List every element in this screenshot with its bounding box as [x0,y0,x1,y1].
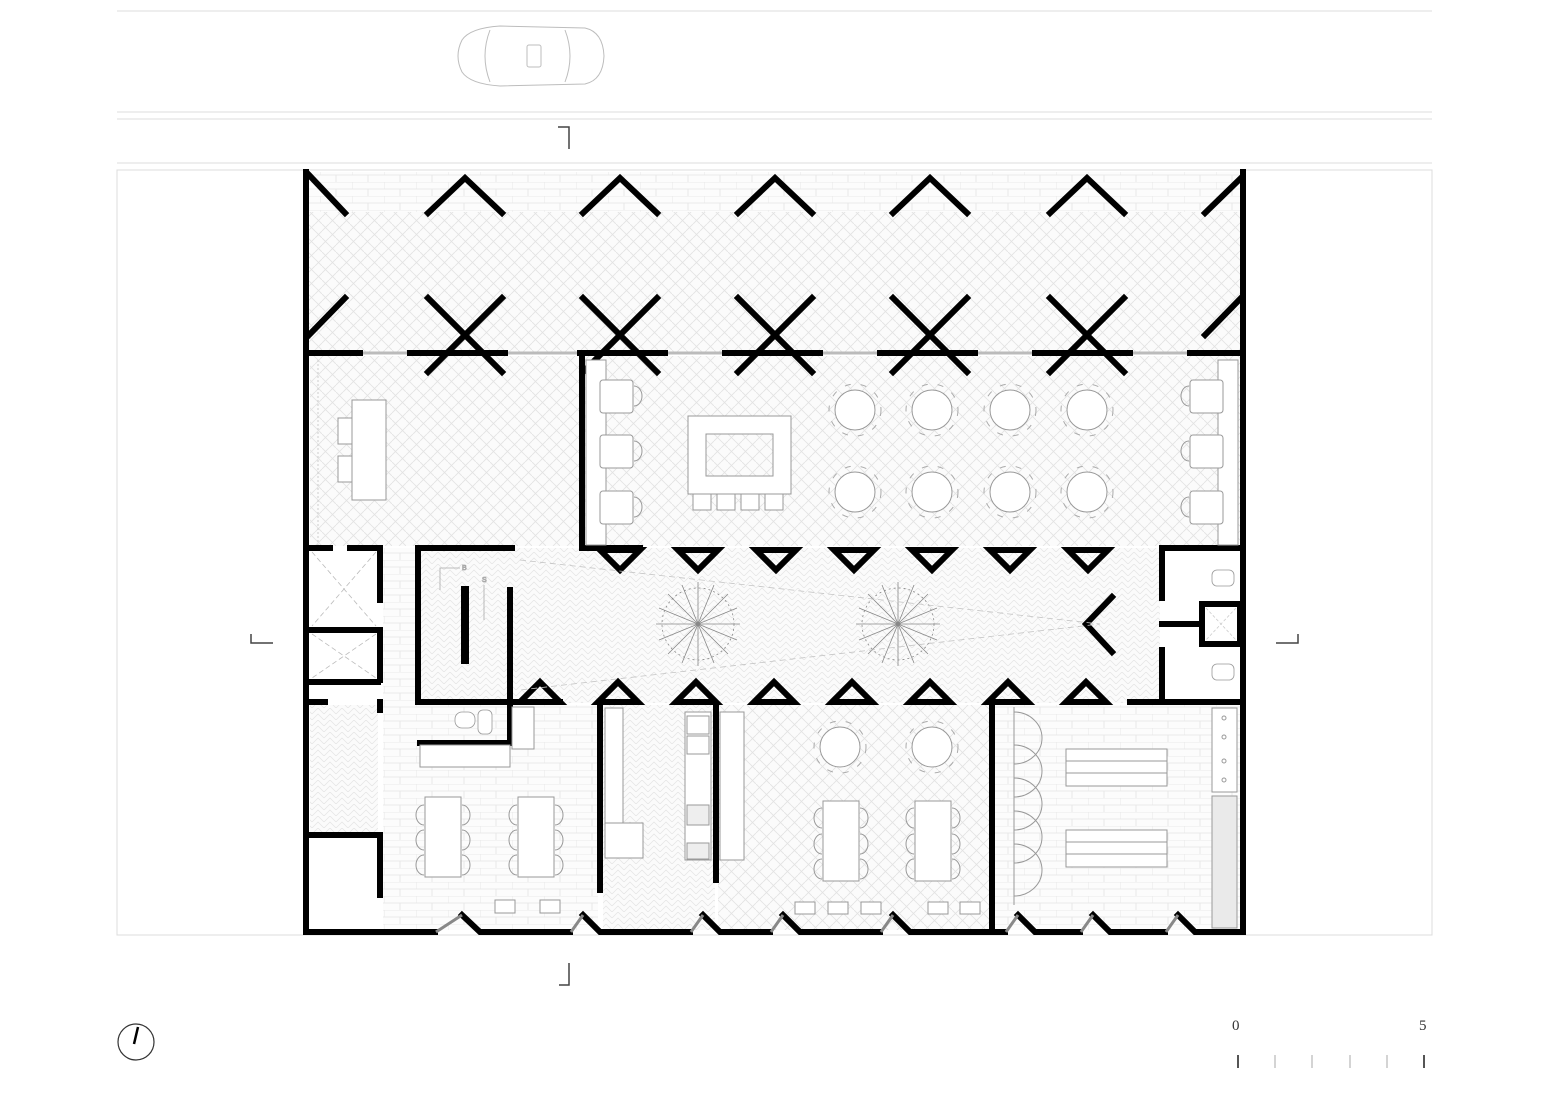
floor-finishes [309,172,1241,930]
north-arrow-icon [117,1023,155,1061]
shafts [311,551,377,679]
private-dining-tables [415,706,564,914]
street-lines [116,10,1433,936]
kitchen-equipment [1013,707,1238,929]
restroom-fixtures [454,569,1237,735]
entry-doors[interactable] [435,913,1180,934]
scale-end-label: 5 [1419,1018,1427,1034]
stair-up-label: S [482,577,487,584]
tree-icons [519,559,1101,691]
booths-left [585,359,643,546]
lounge-sofa [317,360,387,545]
center-communal-table [687,415,792,511]
car-top-view-icon [457,25,605,87]
walls [303,169,1246,935]
kitchenette [604,707,745,861]
staircase: B S [439,565,487,620]
section-marker-icons [250,126,1299,986]
stair-down-label: B [462,565,467,572]
round-tables-main [828,383,1114,519]
booths-right [1180,359,1239,546]
scale-start-label: 0 [1232,1018,1240,1034]
dining-room-2-tables [794,720,981,915]
scale-bar [1237,1055,1425,1068]
